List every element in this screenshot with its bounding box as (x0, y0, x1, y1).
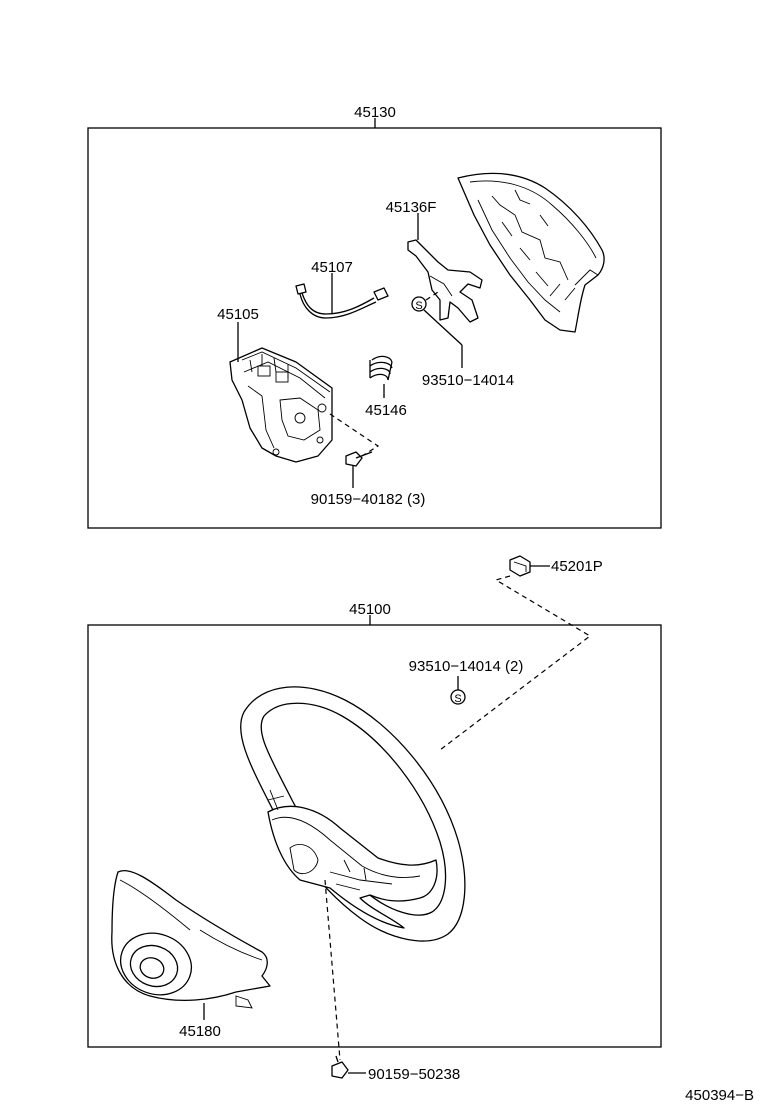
nut-45201P-part (509, 555, 531, 577)
horn-plate-part (407, 239, 483, 323)
screw-40182-part (345, 451, 373, 467)
dash-screw-50238 (324, 879, 341, 1061)
label-45136F: 45136F (386, 199, 437, 216)
spring-part (369, 355, 393, 381)
pad-cover-part (457, 172, 605, 333)
label-45107: 45107 (311, 259, 353, 276)
steering-wheel-part (240, 686, 466, 942)
svg-text:S: S (415, 300, 422, 312)
standard-screw-lower: S (450, 689, 466, 705)
dash-nut-to-wheel (439, 575, 592, 751)
airbag-module-part (111, 870, 271, 1009)
label-45180: 45180 (179, 1023, 221, 1040)
leader-93510-a (423, 309, 463, 346)
bracket-part (229, 347, 333, 463)
dash-screw-40182 (329, 413, 380, 457)
label-45105: 45105 (217, 306, 259, 323)
label-45130: 45130 (354, 104, 396, 121)
wire-harness-part (295, 283, 389, 319)
standard-screw-upper: S (411, 296, 427, 312)
reference-code: 450394−B (685, 1087, 754, 1104)
screw-50238-part (331, 1055, 349, 1079)
label-45100: 45100 (349, 601, 391, 618)
label-45146: 45146 (365, 402, 407, 419)
label-93510-a: 93510−14014 (422, 372, 514, 389)
label-45201P: 45201P (551, 558, 603, 575)
label-90159-50238: 90159−50238 (368, 1066, 460, 1083)
svg-text:S: S (454, 693, 461, 705)
dash-screw-upper (425, 291, 439, 301)
group-box-45100 (87, 624, 662, 1048)
label-93510-b: 93510−14014 (2) (409, 658, 524, 675)
label-90159-40182: 90159−40182 (3) (311, 491, 426, 508)
